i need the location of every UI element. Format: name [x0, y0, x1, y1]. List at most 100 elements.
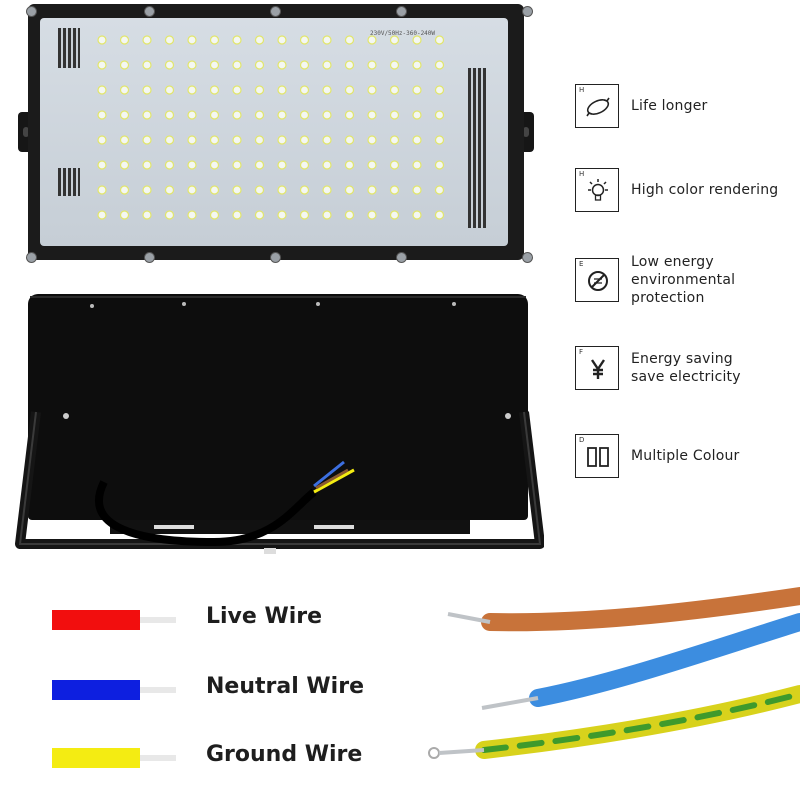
- led-chip: [187, 185, 197, 195]
- frame-screw: [144, 6, 155, 17]
- driver-chip-block: [468, 68, 486, 228]
- led-chip: [142, 60, 152, 70]
- led-chip: [164, 60, 175, 70]
- led-chip: [187, 135, 197, 145]
- feature-icon-letter: F: [579, 348, 584, 356]
- led-chip: [277, 210, 287, 220]
- led-chip: [367, 210, 377, 220]
- led-chip: [209, 35, 220, 45]
- feature-text-line: Energy saving: [631, 351, 733, 367]
- led-chip: [97, 210, 107, 220]
- led-chip: [142, 85, 152, 95]
- led-chip: [209, 210, 220, 220]
- led-chip: [97, 160, 107, 170]
- led-chip: [322, 110, 332, 120]
- frame-screw: [270, 6, 281, 17]
- feature-icon-letter: E: [579, 260, 584, 268]
- feature-text-line: save electricity: [631, 369, 741, 385]
- driver-chip-block: [58, 168, 80, 196]
- led-chip: [322, 35, 332, 45]
- led-chip: [97, 185, 107, 195]
- led-chip: [412, 185, 422, 195]
- led-chip: [367, 35, 377, 45]
- led-chip: [299, 160, 310, 170]
- led-chip: [389, 85, 400, 95]
- led-chip: [367, 135, 377, 145]
- led-chip: [142, 135, 152, 145]
- led-chip: [254, 160, 265, 170]
- led-chip: [412, 60, 422, 70]
- led-chip: [119, 110, 130, 120]
- feature-icon-letter: H: [579, 170, 585, 178]
- led-chip: [97, 135, 107, 145]
- led-chip: [389, 210, 400, 220]
- led-chip: [97, 35, 107, 45]
- led-chip: [97, 60, 107, 70]
- led-chip: [254, 35, 265, 45]
- led-chip: [389, 185, 400, 195]
- led-chip: [344, 160, 355, 170]
- rotation-arrows-icon: [584, 93, 612, 121]
- feature-icon-box: D: [575, 434, 619, 478]
- led-chip: [389, 160, 400, 170]
- led-chip: [434, 210, 445, 220]
- led-chip: [254, 185, 265, 195]
- wire-color-swatch: [52, 748, 140, 768]
- feature-text-line: Multiple Colour: [631, 448, 740, 464]
- led-chip: [119, 160, 130, 170]
- led-chip: [367, 60, 377, 70]
- led-chip: [412, 85, 422, 95]
- led-chip: [277, 110, 287, 120]
- driver-chip-block: [58, 28, 80, 68]
- feature-text: High color rendering: [631, 181, 778, 199]
- led-chip: [412, 110, 422, 120]
- led-chip: [412, 135, 422, 145]
- frame-screw: [522, 6, 533, 17]
- led-chip: [412, 35, 422, 45]
- feature-icon-letter: D: [579, 436, 585, 444]
- led-chip: [232, 185, 242, 195]
- brown-cable: [481, 587, 800, 632]
- feature-text: Life longer: [631, 97, 707, 115]
- no-pollution-icon: [584, 267, 612, 295]
- yen-currency-icon: [584, 355, 612, 383]
- swatch-tail: [140, 755, 176, 761]
- feature-text-line: High color rendering: [631, 182, 779, 198]
- led-chip: [142, 185, 152, 195]
- led-chip: [209, 185, 220, 195]
- led-chip: [232, 60, 242, 70]
- led-chip: [434, 85, 445, 95]
- led-chip: [232, 85, 242, 95]
- led-chip: [344, 135, 355, 145]
- feature-icon-box: F: [575, 346, 619, 390]
- led-chip: [299, 185, 310, 195]
- led-chip: [164, 210, 175, 220]
- wire-color-swatch: [52, 610, 140, 630]
- led-chip: [164, 110, 175, 120]
- led-chip: [344, 60, 355, 70]
- led-chip: [119, 85, 130, 95]
- led-chip: [389, 60, 400, 70]
- led-chip: [367, 160, 377, 170]
- led-chip: [209, 135, 220, 145]
- board-marking: 230V/50Hz-360-240W: [370, 30, 436, 37]
- wire-color-swatch: [52, 680, 140, 700]
- led-chip: [299, 85, 310, 95]
- led-chip: [322, 210, 332, 220]
- double-panel-icon: [584, 443, 612, 471]
- led-chip: [254, 85, 265, 95]
- led-chip: [322, 85, 332, 95]
- wire-cables-image: [428, 587, 800, 759]
- led-chip: [344, 110, 355, 120]
- led-chip: [142, 35, 152, 45]
- led-board: 230V/50Hz-360-240W: [50, 18, 500, 246]
- led-chip: [187, 210, 197, 220]
- led-chip: [119, 210, 130, 220]
- swatch-tail: [140, 617, 176, 623]
- led-chip: [254, 210, 265, 220]
- led-chip: [299, 35, 310, 45]
- frame-screw: [396, 252, 407, 263]
- led-chip: [277, 135, 287, 145]
- led-chip: [412, 160, 422, 170]
